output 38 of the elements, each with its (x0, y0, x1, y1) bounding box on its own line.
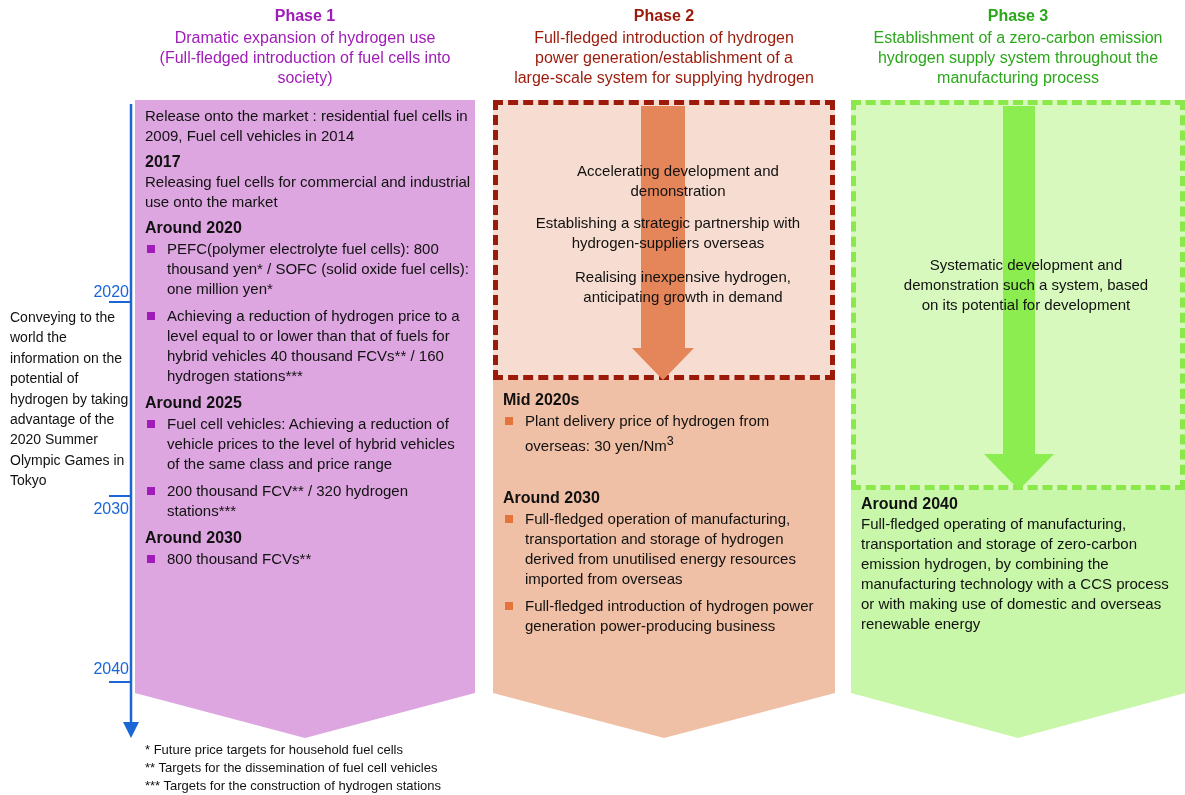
bullet-item: 800 thousand FCVs** (145, 549, 471, 569)
note-text: Conveying to the world the information on the potential of hydrogen by taking advantage of the 2020 Summer Olympic Games in Tokyo (10, 308, 130, 491)
box-text: Systematic development and demonstration such a system, based on its potential for development (902, 255, 1150, 315)
phase-column (135, 6, 475, 738)
body-text: Release onto the market : residential fuel cells in 2009, Fuel cell vehicles in 2014 (145, 106, 469, 146)
bullet-item: Fuel cell vehicles: Achieving a reduction of vehicle prices to the level of hybrid vehicles of the same class and price range (145, 414, 471, 474)
phase-heading: Phase 2 (633, 6, 695, 26)
year-heading: Around 2030 (503, 488, 600, 508)
footnote: *** Targets for the construction of hydrogen stations (145, 777, 443, 794)
bullet-item: Achieving a reduction of hydrogen price to a level equal to or lower than that of fuels for hybrid vehicles 40 thousand FCVs** / 160 hydrogen stations*** (145, 306, 471, 386)
phase-column (493, 6, 835, 738)
year-heading: Mid 2020s (503, 390, 580, 410)
year-heading: Around 2030 (145, 528, 242, 548)
year-heading: Around 2040 (861, 494, 958, 514)
phase-subtitle: Establishment of a zero-carbon emission hydrogen supply system throughout the manufacturing process (872, 28, 1164, 88)
bullet-item: Plant delivery price of hydrogen from overseas: 30 yen/Nm$^{3}$ (503, 411, 831, 456)
axis-tick-label: 2020 (92, 283, 129, 301)
bullet-item: Full-fledged operation of manufacturing, transportation and storage of hydrogen derived from unutilised energy resources imported from overseas (503, 509, 831, 589)
phase-heading: Phase 3 (987, 6, 1049, 26)
phase-subtitle: Full-fledged introduction of hydrogen power generation/establishment of a large-scale system for supplying hydrogen (514, 28, 814, 88)
dashed-box (493, 100, 835, 380)
footnote: * Future price targets for household fuel cells (145, 741, 404, 758)
body-text: Releasing fuel cells for commercial and industrial use onto the market (145, 172, 471, 212)
axis-tick-label: 2040 (92, 660, 129, 678)
phase-heading: Phase 1 (274, 6, 336, 26)
phase-subtitle: Dramatic expansion of hydrogen use (Full-fledged introduction of fuel cells into society) (158, 28, 452, 88)
year-heading: Around 2020 (145, 218, 242, 238)
footnote: ** Targets for the dissemination of fuel cell vehicles (145, 759, 439, 776)
bullet-item: PEFC(polymer electrolyte fuel cells): 800 thousand yen* / SOFC (solid oxide fuel cells): one million yen* (145, 239, 471, 299)
year-heading: 2017 (145, 152, 181, 172)
box-text: Accelerating development and demonstration (576, 161, 780, 201)
dashed-box (851, 100, 1185, 490)
year-heading: Around 2025 (145, 393, 242, 413)
bullet-item: Full-fledged introduction of hydrogen power generation power-producing business (503, 596, 831, 636)
bullet-item: 200 thousand FCV** / 320 hydrogen stations*** (145, 481, 471, 521)
phase-column (851, 6, 1185, 738)
axis-tick-label: 2030 (92, 500, 129, 518)
body-text: Full-fledged operating of manufacturing, transportation and storage of zero-carbon emission hydrogen, by combining the manufacturing technology with a CCS process or with making use of domestic and overseas renewable energy (861, 514, 1170, 634)
